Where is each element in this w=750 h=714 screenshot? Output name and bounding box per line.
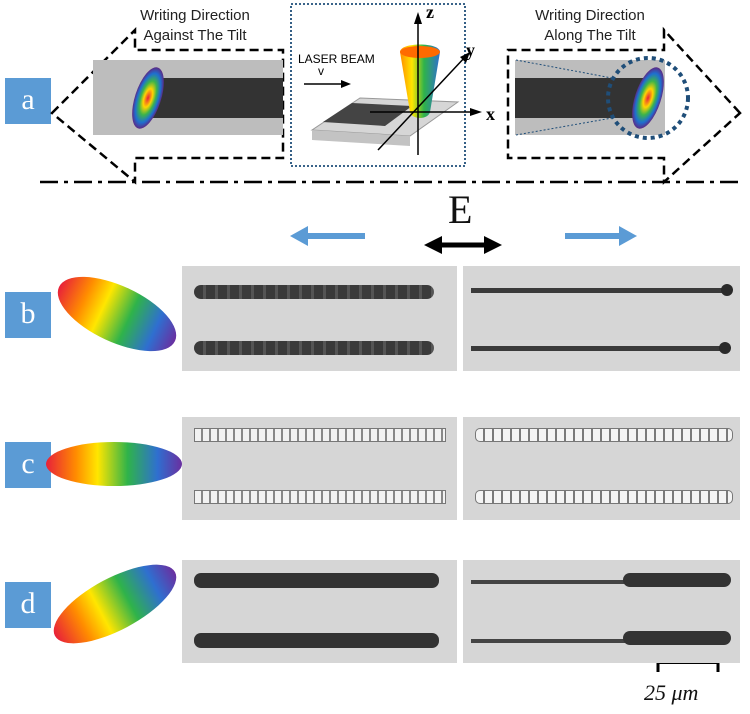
left-caption: Writing Direction Against The Tilt — [100, 6, 290, 46]
x-axis-label: x — [486, 104, 495, 124]
right-track — [515, 78, 643, 118]
y-axis — [377, 55, 467, 151]
left-beam-spot — [132, 67, 164, 129]
beam-profile-b — [57, 276, 177, 352]
panel-label-c: c — [5, 442, 51, 488]
right-beam-spot — [632, 67, 664, 129]
micrograph-b-right — [463, 266, 740, 371]
left-track — [150, 78, 283, 118]
micrograph-d-left — [182, 560, 457, 663]
left-caption-line1: Writing Direction — [140, 7, 250, 24]
laser-cone — [400, 44, 440, 118]
panel-label-a: a — [5, 78, 51, 124]
left-caption-line2: Against The Tilt — [143, 27, 247, 44]
micrograph-d-right — [463, 560, 740, 663]
e-field-label: E — [448, 187, 473, 232]
laser-beam-label: LASER BEAM — [298, 52, 375, 66]
micrograph-c-right — [463, 417, 740, 520]
velocity-label: v — [318, 64, 324, 78]
laser-cone-top — [400, 46, 440, 58]
y-axis-label: y — [466, 40, 475, 60]
beam-profile-c — [46, 442, 182, 486]
panel-label-b: b — [5, 292, 51, 338]
panel-label-d: d — [5, 582, 51, 628]
beam-profile-d — [53, 564, 177, 644]
micrograph-c-left — [182, 417, 457, 520]
right-caption-line2: Along The Tilt — [544, 27, 636, 44]
right-caption-line1: Writing Direction — [535, 7, 645, 24]
right-caption: Writing Direction Along The Tilt — [505, 6, 675, 46]
zoom-circle — [606, 56, 690, 140]
z-axis-label: z — [426, 2, 434, 22]
micrograph-b-left — [182, 266, 457, 371]
right-arrow-outline — [506, 26, 742, 185]
scale-bar-label: 25 μm — [644, 680, 699, 705]
inset-track — [323, 103, 412, 126]
